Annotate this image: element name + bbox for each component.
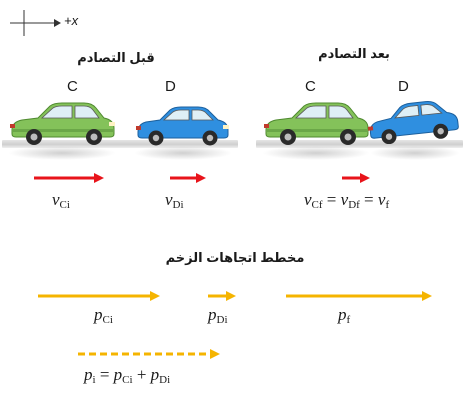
vci-symbol: v — [52, 190, 60, 209]
vf-arrow — [342, 173, 370, 183]
momentum-diagram-heading: مخطط اتجاهات الزخم — [150, 250, 320, 266]
equals-sign-1: = — [323, 190, 341, 209]
sum-pdi-symbol: p — [151, 365, 160, 384]
sum-equals-sign: = — [96, 365, 114, 384]
pdi-arrow — [208, 291, 236, 301]
vcf-subscript: Cf — [312, 199, 323, 211]
pf-arrow — [286, 291, 432, 301]
pdi-subscript: Di — [217, 314, 228, 326]
sum-pci-subscript: Ci — [122, 374, 132, 386]
momentum-sum-equation: pi = pCi + pDi — [84, 365, 170, 386]
pi-symbol: p — [84, 365, 93, 384]
vdi-arrow — [170, 173, 206, 183]
car-d-label-after: D — [398, 78, 409, 95]
vdf-subscript: Df — [348, 199, 360, 211]
pci-subscript: Ci — [103, 314, 113, 326]
vdi-label: vDi — [165, 190, 184, 211]
car-c-label-before: C — [67, 78, 78, 95]
plus-sign: + — [133, 365, 151, 384]
axis-arrowhead — [54, 19, 61, 27]
vci-label: vCi — [52, 190, 70, 211]
pci-arrow — [38, 291, 160, 301]
sum-pci-symbol: p — [114, 365, 123, 384]
vdi-subscript: Di — [173, 199, 184, 211]
car-d-before-reflection — [134, 146, 232, 160]
momentum-arrows — [0, 288, 467, 304]
before-collision-heading: قبل التصادم — [76, 50, 156, 66]
initial-momentum-sum-arrow — [0, 346, 467, 362]
vci-arrow — [34, 173, 104, 183]
pdi-label: pDi — [208, 305, 228, 326]
car-d-label-before: D — [165, 78, 176, 95]
pci-symbol: p — [94, 305, 103, 324]
axis-indicator — [4, 6, 64, 38]
car-d-before — [134, 104, 232, 146]
pf-subscript: f — [347, 314, 351, 326]
car-c-before-reflection — [8, 146, 116, 160]
vcf-symbol: v — [304, 190, 312, 209]
axis-label: +x — [64, 13, 78, 28]
car-c-after — [262, 100, 372, 146]
pf-label: pf — [338, 305, 350, 326]
vci-subscript: Ci — [60, 199, 70, 211]
equals-sign-2: = — [360, 190, 378, 209]
vf-subscript: f — [385, 199, 389, 211]
pf-symbol: p — [338, 305, 347, 324]
velocity-arrows — [0, 170, 467, 186]
car-d-after — [366, 98, 462, 144]
car-d-after-reflection — [370, 146, 460, 160]
pci-label: pCi — [94, 305, 113, 326]
car-c-label-after: C — [305, 78, 316, 95]
after-collision-heading: بعد التصادم — [314, 46, 394, 62]
final-velocity-equation: vCf = vDf = vf — [304, 190, 389, 211]
pdi-symbol: p — [208, 305, 217, 324]
car-c-before — [8, 100, 118, 146]
vdi-symbol: v — [165, 190, 173, 209]
sum-pdi-subscript: Di — [159, 374, 170, 386]
car-c-after-reflection — [262, 146, 370, 160]
